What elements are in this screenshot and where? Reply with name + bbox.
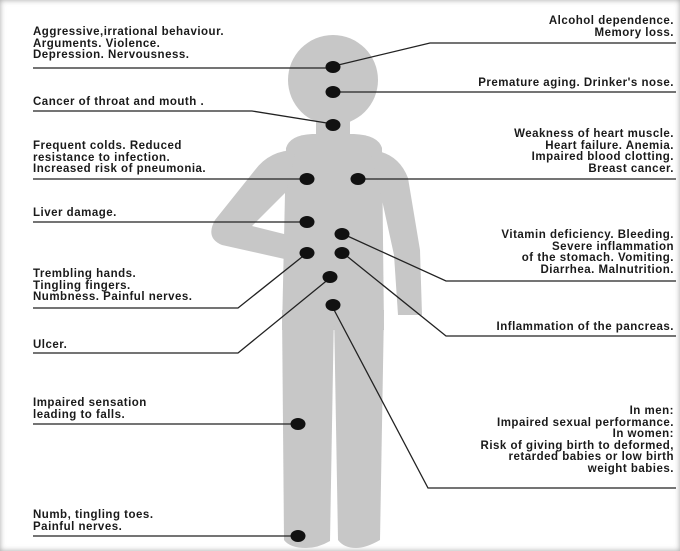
label-behaviour-line: Depression. Nervousness. bbox=[33, 50, 224, 62]
label-men-women-line: In men: bbox=[481, 406, 674, 418]
label-men-women-line: weight babies. bbox=[481, 464, 674, 476]
label-heart-line: Weakness of heart muscle. bbox=[514, 129, 674, 141]
label-colds-line: Frequent colds. Reduced bbox=[33, 141, 206, 153]
silhouette-head bbox=[288, 35, 378, 125]
label-ulcer-line: Ulcer. bbox=[33, 340, 67, 352]
dot-throat bbox=[326, 119, 341, 131]
label-vitamin-line: Diarrhea. Malnutrition. bbox=[501, 265, 674, 277]
label-pancreas-line: Inflammation of the pancreas. bbox=[497, 322, 674, 334]
dot-pancreas bbox=[335, 247, 350, 259]
dot-brain bbox=[326, 61, 341, 73]
label-behaviour-line: Aggressive,irrational behaviour. bbox=[33, 27, 224, 39]
dot-nose bbox=[326, 86, 341, 98]
label-vitamin: Vitamin deficiency. Bleeding. Severe inf… bbox=[501, 230, 674, 276]
label-liver: Liver damage. bbox=[33, 208, 117, 220]
dot-stomach bbox=[335, 228, 350, 240]
silhouette-right-leg bbox=[334, 310, 384, 548]
label-men-women-line: retarded babies or low birth bbox=[481, 452, 674, 464]
leader-alcohol bbox=[334, 43, 676, 66]
label-sensation-line: leading to falls. bbox=[33, 410, 147, 422]
label-aging: Premature aging. Drinker's nose. bbox=[478, 78, 674, 90]
label-cancer-throat: Cancer of throat and mouth . bbox=[33, 97, 204, 109]
label-sensation-line: Impaired sensation bbox=[33, 398, 147, 410]
label-behaviour: Aggressive,irrational behaviour. Argumen… bbox=[33, 27, 224, 62]
label-cancer-throat-line: Cancer of throat and mouth . bbox=[33, 97, 204, 109]
label-vitamin-line: of the stomach. Vomiting. bbox=[501, 253, 674, 265]
dot-knee bbox=[291, 418, 306, 430]
label-vitamin-line: Vitamin deficiency. Bleeding. bbox=[501, 230, 674, 242]
label-colds-line: Increased risk of pneumonia. bbox=[33, 164, 206, 176]
label-men-women-line: In women: bbox=[481, 429, 674, 441]
label-trembling-line: Numbness. Painful nerves. bbox=[33, 292, 193, 304]
label-liver-line: Liver damage. bbox=[33, 208, 117, 220]
label-toes-line: Painful nerves. bbox=[33, 522, 154, 534]
label-heart-line: Impaired blood clotting. bbox=[514, 152, 674, 164]
label-alcohol-line: Alcohol dependence. bbox=[549, 16, 674, 28]
dot-reproductive bbox=[326, 299, 341, 311]
leader-cancer-throat bbox=[33, 111, 333, 124]
dot-liver bbox=[300, 216, 315, 228]
label-sensation: Impaired sensation leading to falls. bbox=[33, 398, 147, 421]
label-pancreas: Inflammation of the pancreas. bbox=[497, 322, 674, 334]
label-ulcer: Ulcer. bbox=[33, 340, 67, 352]
dot-heart bbox=[351, 173, 366, 185]
label-trembling: Trembling hands. Tingling fingers. Numbn… bbox=[33, 269, 193, 304]
label-colds: Frequent colds. Reduced resistance to in… bbox=[33, 141, 206, 176]
label-toes-line: Numb, tingling toes. bbox=[33, 510, 154, 522]
label-aging-line: Premature aging. Drinker's nose. bbox=[478, 78, 674, 90]
label-alcohol-line: Memory loss. bbox=[549, 28, 674, 40]
label-heart-line: Breast cancer. bbox=[514, 164, 674, 176]
label-heart: Weakness of heart muscle. Heart failure.… bbox=[514, 129, 674, 175]
label-men-women: In men: Impaired sexual performance. In … bbox=[481, 406, 674, 475]
label-toes: Numb, tingling toes. Painful nerves. bbox=[33, 510, 154, 533]
dot-toes bbox=[291, 530, 306, 542]
label-trembling-line: Trembling hands. bbox=[33, 269, 193, 281]
dot-lungs bbox=[300, 173, 315, 185]
dot-hand bbox=[300, 247, 315, 259]
silhouette-left-leg bbox=[282, 310, 334, 548]
dot-ulcer bbox=[323, 271, 338, 283]
label-alcohol: Alcohol dependence. Memory loss. bbox=[549, 16, 674, 39]
